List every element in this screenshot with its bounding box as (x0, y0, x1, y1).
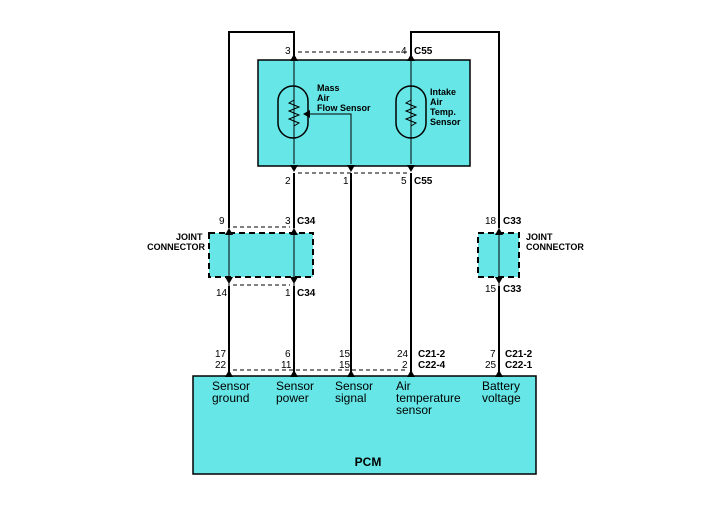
maf-signal-arrow (303, 110, 310, 118)
joint-connector-label: JOINT CONNECTOR (526, 232, 584, 252)
connector-id: C55 (414, 176, 433, 187)
pin-arrow (407, 54, 415, 61)
connector-id: C22-4 (418, 360, 446, 371)
pin-arrow (290, 165, 298, 172)
pin-arrow (290, 54, 298, 61)
pin-arrow (347, 370, 355, 377)
pin-arrow (225, 228, 233, 235)
pin-number: 9 (219, 216, 225, 227)
connector-id: C55 (414, 46, 433, 57)
pin-number: 3 (285, 216, 291, 227)
pin-arrow (495, 370, 503, 377)
pin-number: 22 (215, 360, 227, 371)
connector-id: C21-2 (505, 349, 533, 360)
pin-number: 11 (281, 360, 292, 371)
pin-number: 15 (339, 360, 351, 371)
pin-number: 1 (343, 176, 349, 187)
pcm-box (192, 375, 537, 475)
pin-number: 1 (285, 288, 291, 299)
pin-arrow (495, 277, 503, 284)
wire-right-loop (410, 31, 500, 228)
maf-label: Mass Air Flow Sensor (317, 83, 371, 113)
pcm-label-sensor-signal: Sensor signal (335, 379, 376, 405)
pcm-label-sensor-power: Sensor power (276, 379, 317, 405)
pin-number: 24 (397, 349, 409, 360)
pin-number: 5 (401, 176, 407, 187)
wire-left-loop (228, 31, 295, 228)
pin-number: 6 (285, 349, 291, 360)
pin-arrow (495, 228, 503, 235)
pcm-label-air-temperature-sensor: Air temperature sensor (396, 379, 464, 417)
pin-arrow (347, 165, 355, 172)
pin-number: 4 (401, 46, 407, 57)
pin-number: 3 (285, 46, 291, 57)
pin-number: 25 (485, 360, 497, 371)
pin-number: 15 (339, 349, 351, 360)
maf-signal-path (309, 113, 352, 164)
connector-id: C34 (297, 216, 316, 227)
pcm-title: PCM (355, 455, 382, 469)
pin-arrow (407, 165, 415, 172)
pin-arrow (225, 277, 233, 284)
iat-resistor-zigzag (404, 96, 418, 130)
iat-element (395, 85, 427, 139)
pin-number: 15 (485, 284, 497, 295)
pin-arrow (290, 277, 298, 284)
joint-connector-c34 (208, 232, 314, 278)
pin-number: 18 (485, 216, 497, 227)
pin-number: 2 (402, 360, 408, 371)
iat-label: Intake Air Temp. Sensor (430, 87, 461, 127)
connector-id: C21-2 (418, 349, 446, 360)
joint-connector-label: JOINT CONNECTOR (147, 232, 205, 252)
pin-arrow (225, 370, 233, 377)
connector-id: C33 (503, 216, 522, 227)
pin-number: 2 (285, 176, 291, 187)
connector-id: C34 (297, 288, 316, 299)
pcm-label-battery-voltage: Battery voltage (482, 379, 523, 405)
pin-number: 7 (490, 349, 496, 360)
connector-id: C22-1 (505, 360, 533, 371)
pin-arrow (407, 370, 415, 377)
pin-arrow (290, 228, 298, 235)
pin-number: 17 (215, 349, 227, 360)
maf-resistor-zigzag (287, 96, 301, 130)
pcm-label-sensor-ground: Sensor ground (212, 379, 253, 405)
pin-arrow (290, 370, 298, 377)
pin-number: 14 (216, 288, 228, 299)
connector-id: C33 (503, 284, 522, 295)
